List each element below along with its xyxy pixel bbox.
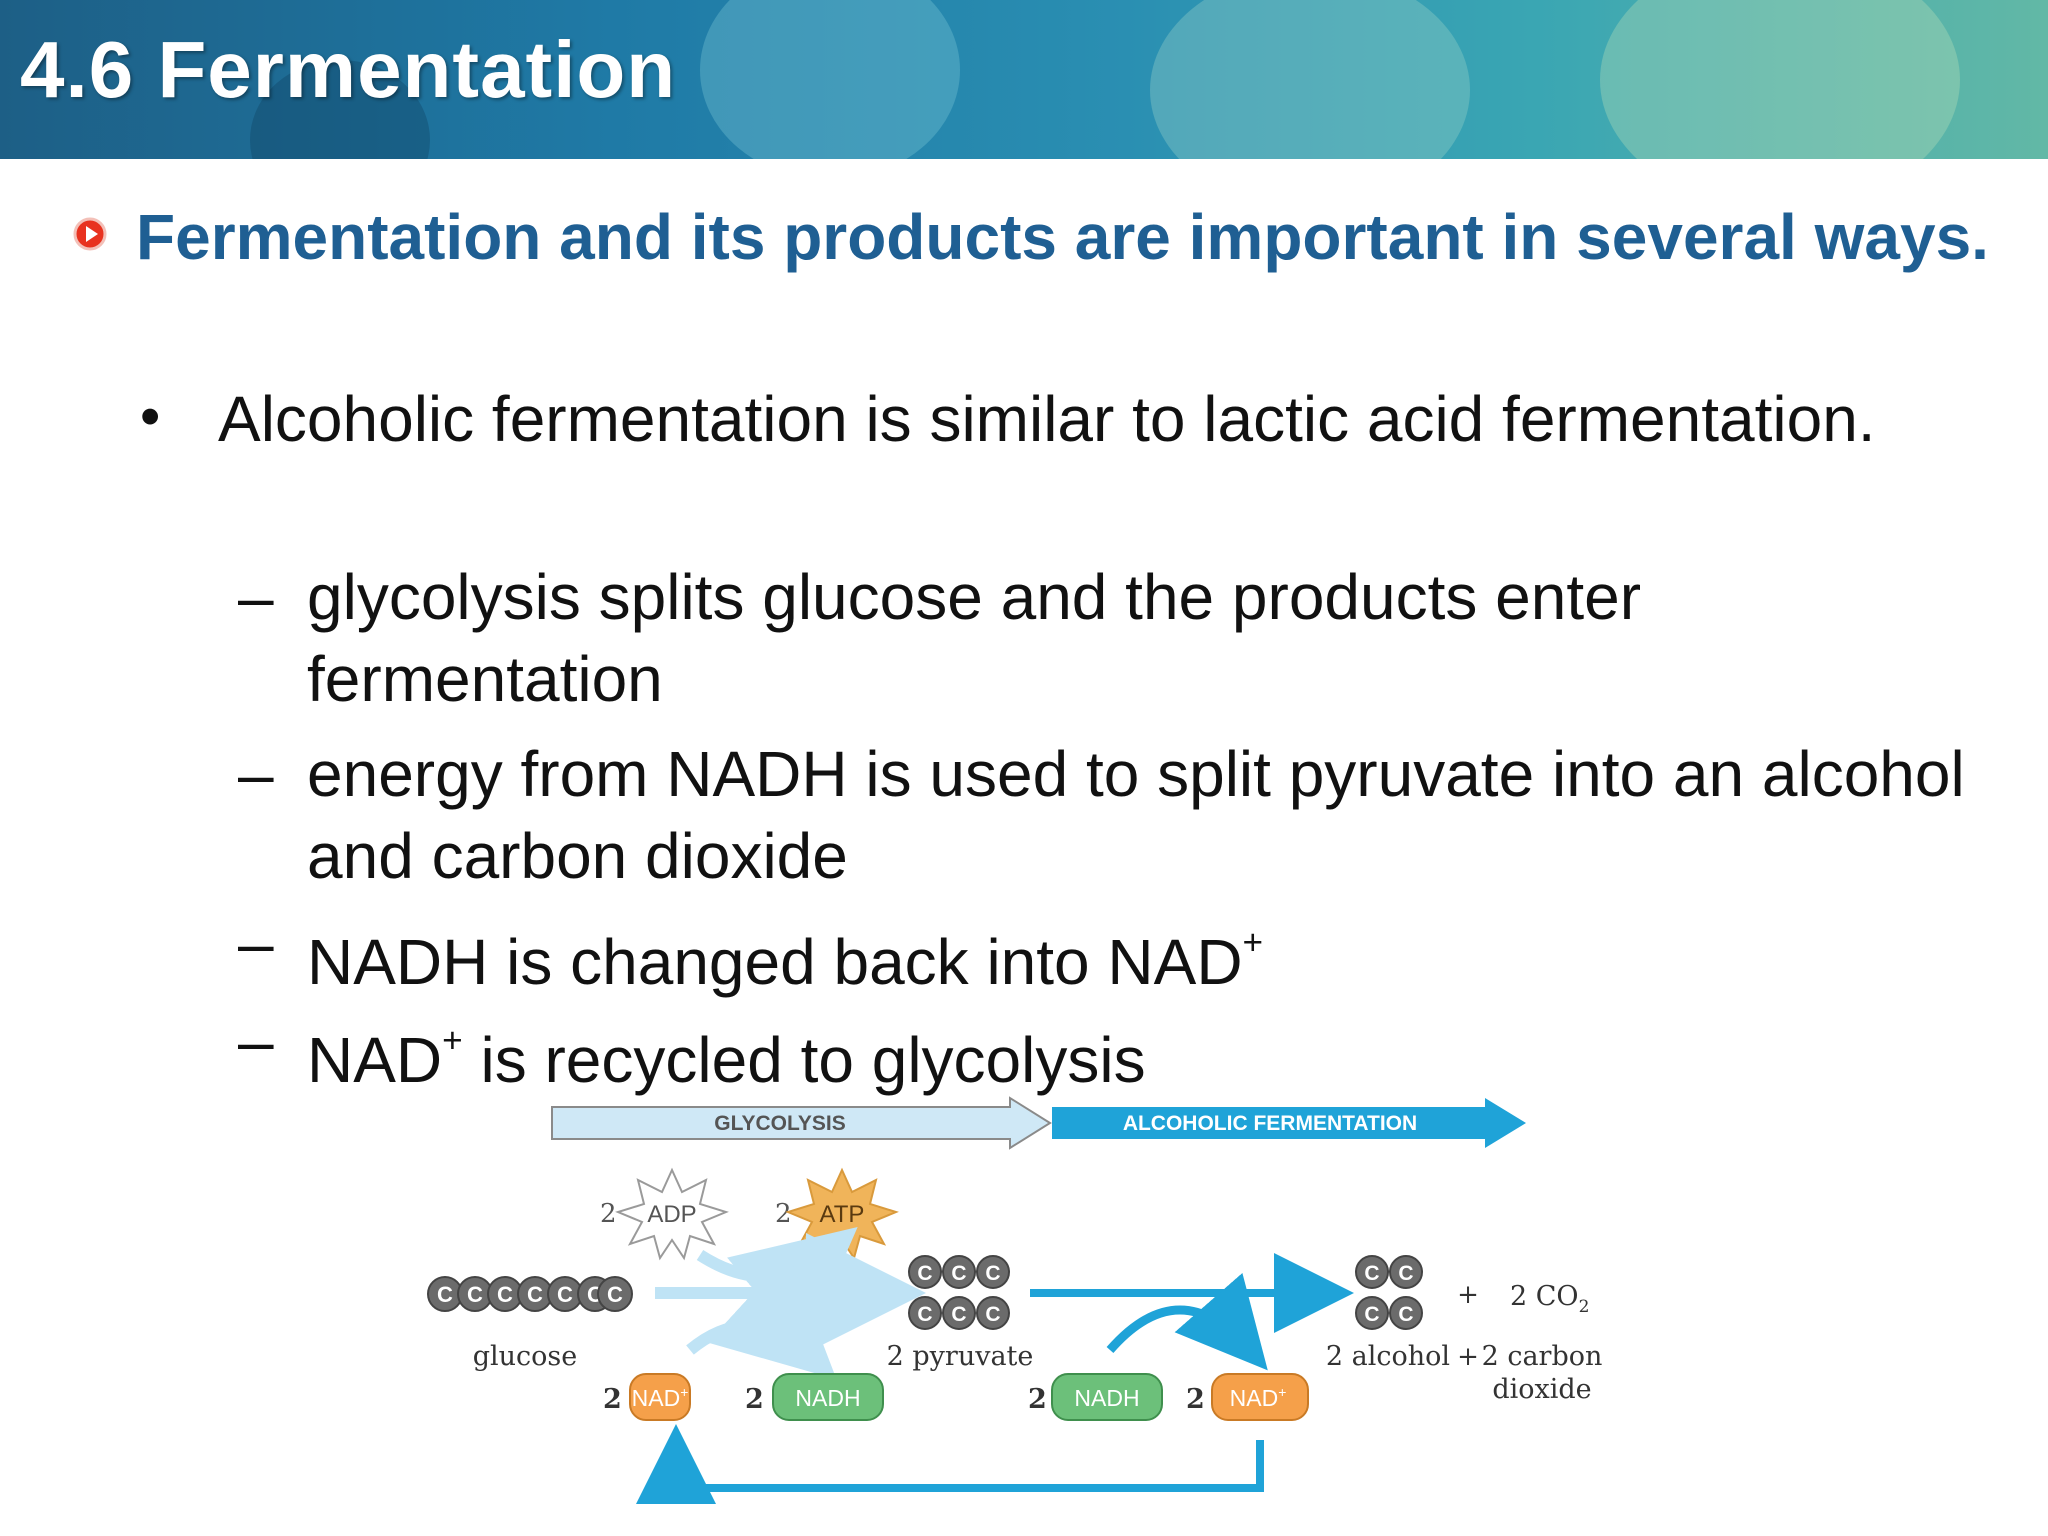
carbon-atom: C [1355,1296,1389,1330]
dash-marker: – [238,907,274,979]
sub-bullet-4-text: is recycled to glycolysis [462,1023,1146,1096]
nad-plus-badge: NAD+ [629,1373,691,1421]
fermentation-stage-arrow: ALCOHOLIC FERMENTATION [1052,1098,1526,1148]
carbon-atom: C [908,1255,942,1289]
nadh-badge: NADH [1051,1373,1163,1421]
carbon-atom: C [942,1255,976,1289]
alcohol-molecules: C C C C [1355,1255,1423,1330]
atp-label: ATP [820,1201,865,1228]
main-bullet: Alcoholic fermentation is similar to lac… [218,383,1876,455]
carbon-symbol: C [917,1303,932,1326]
glycolysis-stage-arrow: GLYCOLYSIS [551,1096,1052,1150]
carbon-atom: C [976,1296,1010,1330]
carbon-atom: C [547,1276,583,1312]
pyruvate-label: 2 pyruvate [887,1341,1034,1372]
adp-count: 2 [600,1199,617,1229]
atp-group: 2 ATP [775,1167,899,1261]
banner-texture [1150,0,1470,159]
dash-marker: – [238,738,274,810]
nadh-coefficient: 2 [745,1384,764,1415]
carbon-symbol: C [467,1282,483,1307]
nad-coefficient: 2 [1186,1384,1205,1415]
carbon-symbol: C [557,1282,573,1307]
sub-bullet-1: glycolysis splits glucose and the produc… [307,561,1642,715]
carbon-dioxide-label-line2: dioxide [1492,1374,1591,1405]
carbon-symbol: C [1364,1262,1379,1285]
nad-superscript: + [680,1384,688,1400]
sub-bullet-4-prefix: NAD [307,1023,443,1096]
carbon-atom: C [427,1276,463,1312]
carbon-symbol: C [527,1282,543,1307]
carbon-symbol: C [1398,1262,1413,1285]
nad-recycle-arrow [636,1424,1264,1504]
carbon-symbol: C [985,1262,1000,1285]
sub-bullet-3: NADH is changed back into NAD+ [307,902,1967,1003]
nad-to-nadh-arrow-glycolysis [686,1254,837,1380]
plus-sign: + [1457,1280,1479,1310]
nadh-label: NADH [795,1385,860,1411]
carbon-atom: C [457,1276,493,1312]
co2-text: 2 CO [1510,1281,1579,1312]
atp-count: 2 [775,1199,792,1229]
bullet-marker: • [140,384,161,449]
carbon-symbol: C [917,1262,932,1285]
sub-bullet-4: NAD+ is recycled to glycolysis [307,1000,1967,1101]
carbon-atom: C [517,1276,553,1312]
glycolysis-label: GLYCOLYSIS [714,1112,846,1135]
slide-title: 4.6 Fermentation [20,25,677,114]
co2-label: 2 CO2 [1510,1281,1589,1317]
glucose-molecule: C C C C C C C [427,1276,633,1312]
slide-heading: Fermentation and its products are import… [136,201,1989,273]
nadh-label: NADH [1074,1385,1139,1411]
carbon-dioxide-label-line1: 2 carbon [1482,1341,1603,1372]
dash-marker: – [238,561,274,633]
carbon-atom: C [942,1296,976,1330]
fermentation-label: ALCOHOLIC FERMENTATION [1123,1112,1417,1135]
carbon-atom: C [1389,1296,1423,1330]
play-bullet-icon [73,217,107,251]
sub-bullet-2: energy from NADH is used to split pyruva… [307,738,1965,892]
carbon-atom: C [1355,1255,1389,1289]
nad-superscript: + [1278,1384,1286,1400]
carbon-symbol: C [1398,1303,1413,1326]
carbon-atom: C [908,1296,942,1330]
nadh-to-nad-arrow-fermentation [1106,1272,1268,1371]
carbon-symbol: C [951,1303,966,1326]
carbon-atom: C [1389,1255,1423,1289]
nadh-coefficient: 2 [1028,1384,1047,1415]
glucose-label: glucose [473,1341,578,1372]
nad-text: NAD [632,1385,681,1411]
nad-plus-badge: NAD+ [1211,1373,1309,1421]
nad-plus-label: NAD+ [632,1384,689,1411]
co2-subscript: 2 [1579,1297,1590,1317]
adp-starburst-icon [615,1167,729,1261]
carbon-symbol: C [985,1303,1000,1326]
superscript-plus: + [1242,923,1264,962]
nad-plus-label: NAD+ [1230,1384,1287,1411]
adp-to-atp-arrow [696,1226,858,1350]
title-banner: 4.6 Fermentation [0,0,2048,159]
carbon-symbol: C [951,1262,966,1285]
alcohol-label: 2 alcohol [1326,1341,1450,1372]
adp-label: ADP [647,1201,696,1228]
superscript-plus: + [442,1021,463,1060]
nad-coefficient: 2 [603,1384,622,1415]
banner-texture [1600,0,1960,159]
carbon-symbol: C [437,1282,453,1307]
carbon-atom: C [487,1276,523,1312]
carbon-symbol: C [1364,1303,1379,1326]
sub-bullet-3-text: NADH is changed back into NAD [307,925,1243,998]
carbon-symbol: C [497,1282,513,1307]
dash-marker: – [238,1005,274,1077]
carbon-atom: C [597,1276,633,1312]
nadh-badge: NADH [772,1373,884,1421]
plus-sign: + [1457,1342,1479,1372]
carbon-atom: C [976,1255,1010,1289]
nad-text: NAD [1230,1385,1279,1411]
fermentation-diagram: GLYCOLYSIS ALCOHOLIC FERMENTATION 2 ADP … [427,1096,1603,1504]
banner-texture [700,0,960,159]
carbon-symbol: C [607,1282,623,1307]
adp-group: 2 ADP [600,1167,729,1261]
pyruvate-molecules: C C C C C C [908,1255,1010,1330]
